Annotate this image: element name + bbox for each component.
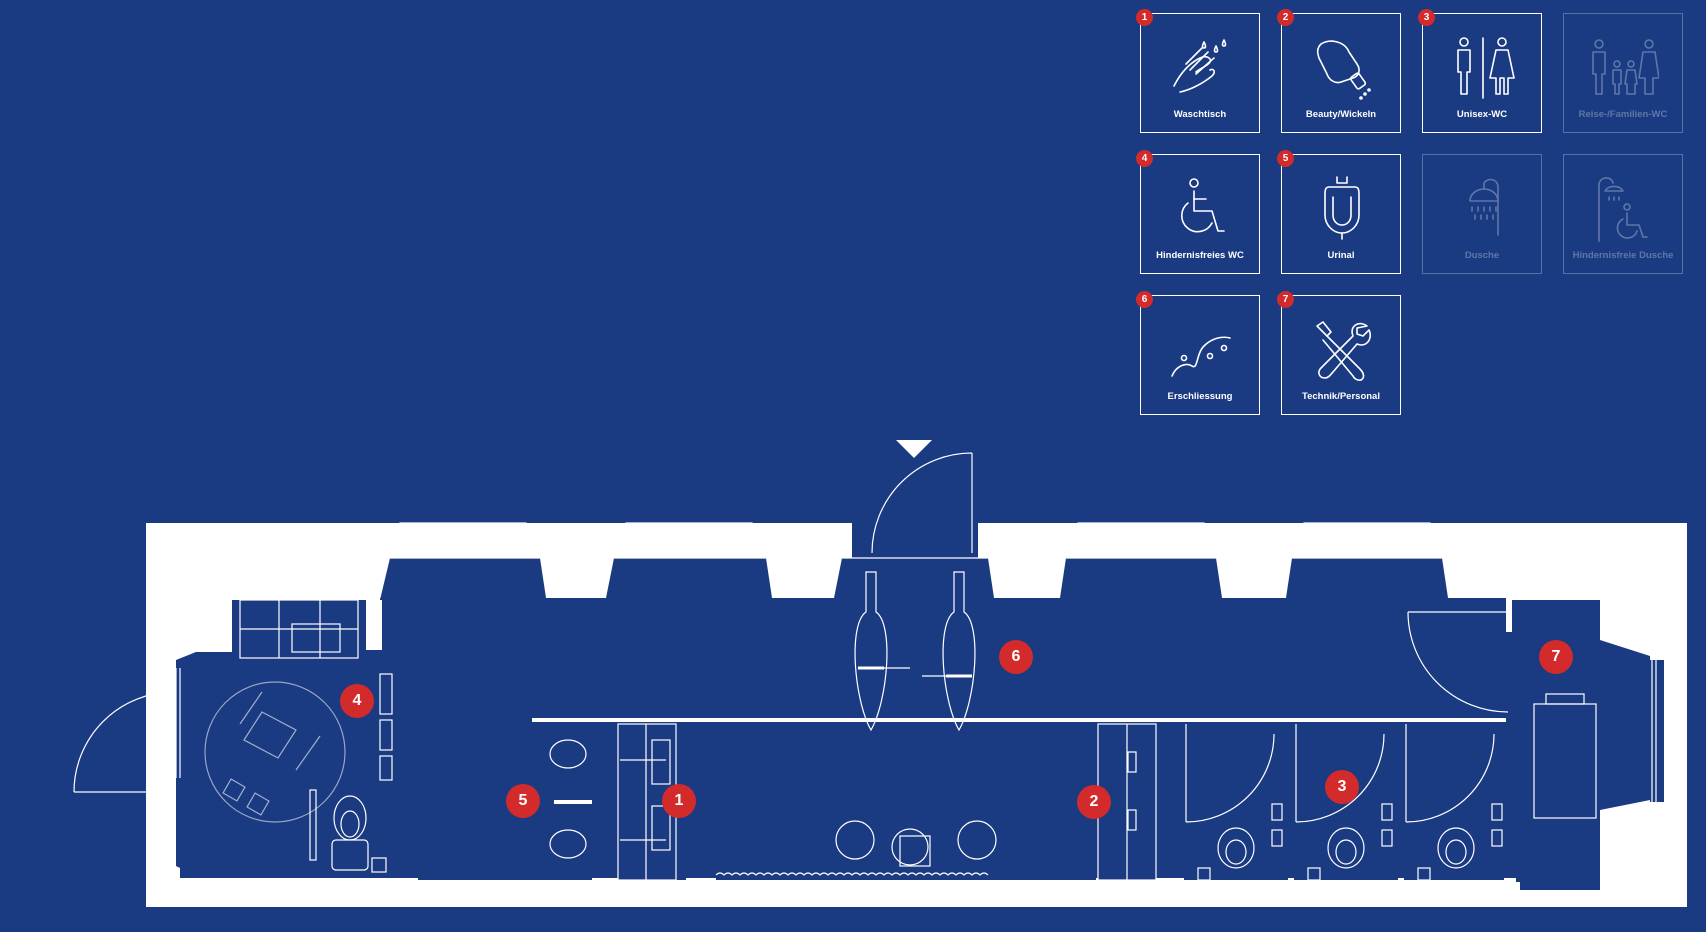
unisex-icon (1457, 37, 1515, 99)
family-icon (1592, 39, 1659, 95)
legend-tile-unisex[interactable]: 3 Unisex-WC (1418, 9, 1542, 133)
legend-number: 6 (1136, 291, 1153, 308)
plan-marker-3[interactable]: 3 (1325, 770, 1359, 804)
legend-label: Technik/Personal (1302, 391, 1380, 402)
legend-label: Erschliessung (1167, 391, 1233, 402)
legend-tile-dusche: Dusche (1422, 154, 1542, 274)
tools-icon (1316, 321, 1372, 381)
legend-label: Waschtisch (1173, 109, 1227, 120)
legend-number: 7 (1277, 291, 1294, 308)
legend-number: 3 (1418, 9, 1435, 26)
legend-number: 2 (1277, 9, 1294, 26)
legend-number: 5 (1277, 150, 1294, 167)
legend-label: Hindernisfreie Dusche (1572, 250, 1674, 261)
legend-label: Reise-/Familien-WC (1578, 109, 1668, 120)
bottle-icon (1316, 40, 1371, 100)
plan-linework (73, 452, 1657, 881)
legend-tile-beauty[interactable]: 2 Beauty/Wickeln (1277, 9, 1401, 133)
legend-tile-urinal[interactable]: 5 Urinal (1277, 150, 1401, 274)
legend-tile-technik[interactable]: 7 Technik/Personal (1277, 291, 1401, 415)
legend-number: 1 (1136, 9, 1153, 26)
accessible-shower-icon (1598, 177, 1648, 242)
legend-number: 4 (1136, 150, 1153, 167)
legend-tile-family: Reise-/Familien-WC (1563, 13, 1683, 133)
plan-marker-1[interactable]: 1 (662, 784, 696, 818)
plan-marker-7[interactable]: 7 (1539, 640, 1573, 674)
plan-marker-6[interactable]: 6 (999, 640, 1033, 674)
plan-marker-4[interactable]: 4 (340, 684, 374, 718)
legend-tile-hindernisfreies-wc[interactable]: 4 Hindernisfreies WC (1136, 150, 1260, 274)
plan-marker-2[interactable]: 2 (1077, 785, 1111, 819)
urinal-icon (1324, 176, 1360, 240)
legend-label: Beauty/Wickeln (1305, 109, 1377, 120)
hand-washing-icon (1173, 39, 1227, 93)
wheelchair-icon (1181, 178, 1225, 233)
plan-interior (176, 523, 1664, 890)
legend-tile-hindernisfreie-dusche: Hindernisfreie Dusche (1563, 154, 1683, 274)
legend-label: Urinal (1327, 250, 1355, 261)
legend-tile-erschliessung[interactable]: 6 Erschliessung (1136, 291, 1260, 415)
legend-label: Unisex-WC (1456, 109, 1508, 120)
legend-label: Dusche (1464, 250, 1500, 261)
legend-label: Hindernisfreies WC (1156, 250, 1244, 261)
path-icon (1171, 336, 1231, 377)
plan-marker-5[interactable]: 5 (506, 784, 540, 818)
shower-icon (1469, 178, 1499, 236)
entrance-arrow-icon (896, 440, 932, 458)
legend-tile-waschtisch[interactable]: 1 Waschtisch (1136, 9, 1260, 133)
